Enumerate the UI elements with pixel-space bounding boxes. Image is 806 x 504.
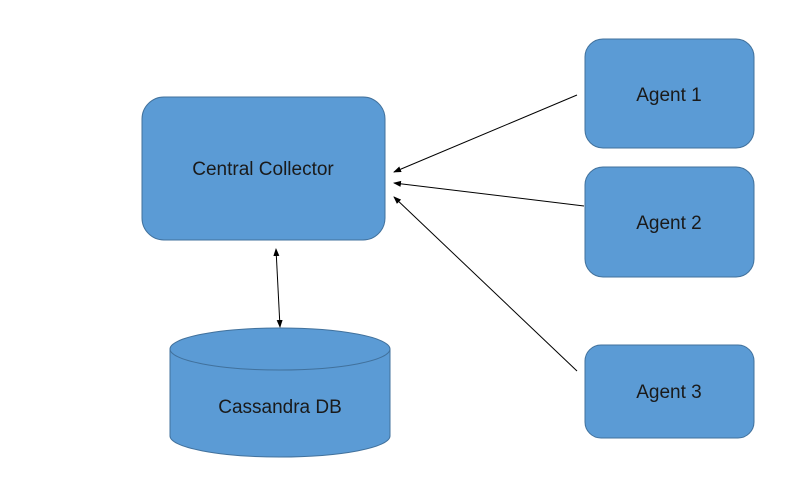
cassandra-db-label: Cassandra DB xyxy=(218,397,342,418)
arrow-agent-3-to-collector xyxy=(393,196,578,372)
agent-1-label: Agent 1 xyxy=(636,85,702,106)
agent-2-box xyxy=(584,166,755,278)
central-collector-label: Central Collector xyxy=(192,159,334,180)
arrow-agent-2-to-collector xyxy=(393,180,585,207)
central-collector-node: Central Collector xyxy=(141,96,386,241)
agent-1-box xyxy=(584,38,755,149)
cassandra-db-body xyxy=(169,349,391,458)
cassandra-db-top xyxy=(169,327,391,371)
agent-2-node: Agent 2 xyxy=(584,166,755,278)
cassandra-db-node: Cassandra DB xyxy=(169,327,391,458)
agent-2-label: Agent 2 xyxy=(636,213,702,234)
agent-3-label: Agent 3 xyxy=(636,382,702,403)
agent-1-node: Agent 1 xyxy=(584,38,755,149)
arrow-agent-1-to-collector xyxy=(393,94,578,173)
central-collector-box xyxy=(141,96,386,241)
arrow-collector-cassandra-bidirectional xyxy=(273,248,283,328)
agent-3-box xyxy=(584,344,755,439)
agent-3-node: Agent 3 xyxy=(584,344,755,439)
